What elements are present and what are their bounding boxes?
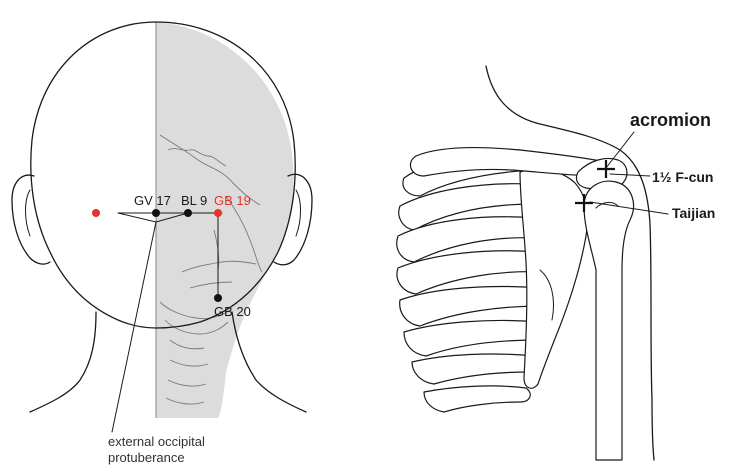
gb19-point [214, 209, 222, 217]
bl9-label: BL 9 [181, 193, 207, 208]
neck-right [232, 312, 306, 412]
gb20-point [214, 294, 222, 302]
head-figure: GV 17 BL 9 GB 19 GB 20 external occipita… [12, 22, 312, 465]
bl9-point [184, 209, 192, 217]
gv17-label: GV 17 [134, 193, 171, 208]
humerus [584, 181, 634, 460]
distance-label: 1½ F-cun [652, 169, 713, 185]
left-ear [12, 175, 50, 264]
gb19-label: GB 19 [214, 193, 251, 208]
occipital-note-line1: external occipital [108, 434, 205, 449]
acromion-label: acromion [630, 110, 711, 130]
occipital-note-line2: protuberance [108, 450, 185, 465]
gb19-left-point [92, 209, 100, 217]
neck-left [30, 312, 96, 412]
taijian-label: Taijian [672, 205, 715, 221]
gv17-point [152, 209, 160, 217]
note-leader-line [112, 222, 156, 432]
shoulder-figure: acromion 1½ F-cun Taijian [397, 66, 716, 460]
gb20-label: GB 20 [214, 304, 251, 319]
